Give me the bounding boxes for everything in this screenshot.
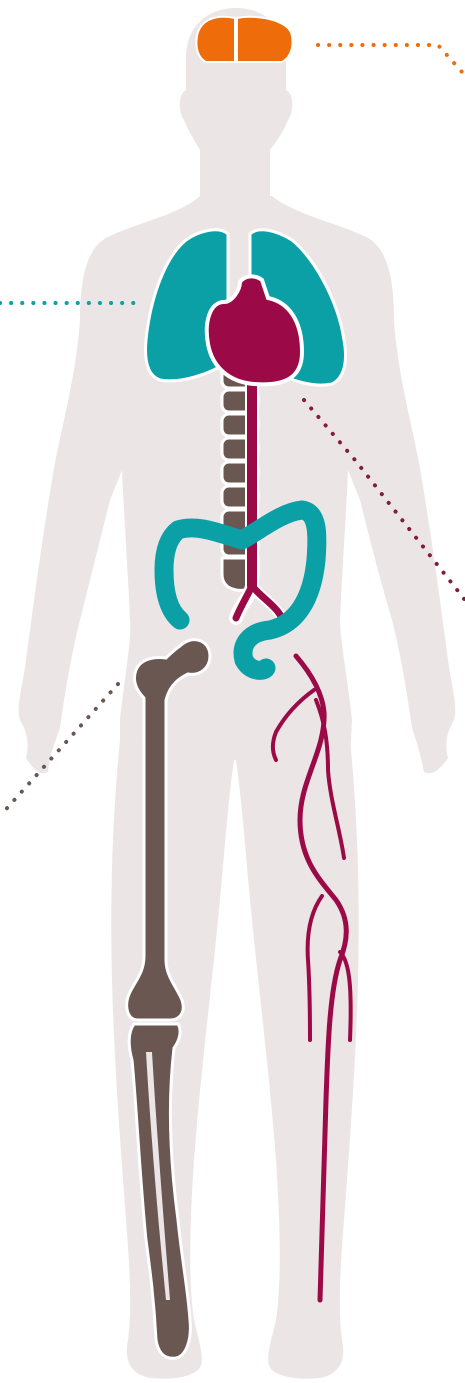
brain-left-hemisphere: [196, 17, 235, 62]
brain-callout-line: [318, 45, 462, 72]
body-silhouette: [19, 8, 456, 1379]
brain: [196, 17, 292, 62]
brain-right-hemisphere: [237, 17, 293, 62]
